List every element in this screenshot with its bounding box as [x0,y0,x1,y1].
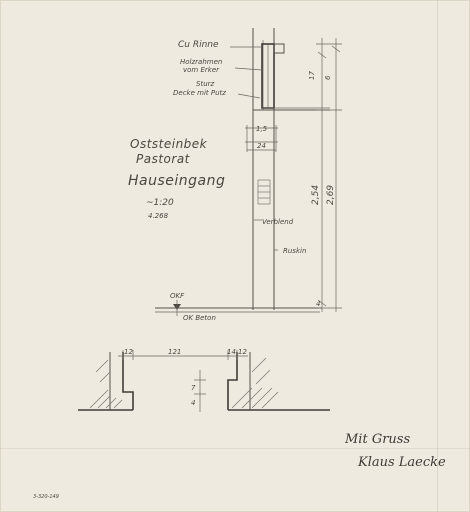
archive-stamp: 3-320-149 [33,494,59,500]
label-holzrahmen-2: vom Erker [183,66,220,74]
dim-4: 4 [191,399,195,407]
dim-7: 7 [191,384,196,392]
label-sturz-2: Decke mit Putz [173,89,226,97]
title-line-1: Oststeinbek [130,137,208,151]
dim-17: 17 [308,71,316,80]
title-line-2: Pastorat [136,152,191,166]
date-label: 4.268 [148,212,169,220]
label-okf: OKF [170,292,185,300]
label-ok-beton: OK Beton [183,314,216,322]
dim-24: 24 [257,142,266,150]
plan-detail [78,350,330,412]
title-line-3: Hauseingang [128,173,225,189]
paper-fold-horizontal [0,448,470,449]
dim-top: 6 [324,75,332,80]
signature-line-2: Klaus Laecke [357,455,446,470]
scale-label: ~1:20 [146,198,174,208]
dim-bottom: 4 [316,300,320,308]
paper-fold-vertical [437,0,438,512]
dim-12: 12 [124,348,133,356]
label-sturz-1: Sturz [196,80,215,88]
label-holzrahmen-1: Holzrahmen [180,58,222,66]
dim-12b: 12 [238,348,247,356]
dim-2-54: 2,54 [311,185,321,205]
signature-line-1: Mit Gruss [344,432,410,447]
dim-121: 121 [168,348,181,356]
dim-1-5: 1,5 [256,125,268,133]
wall-section [155,28,330,313]
label-verblend: Verblend [262,218,294,226]
okf-marker [173,300,181,316]
dim-2-69: 2,69 [326,185,336,205]
label-rustik: Ruskin [283,247,306,255]
dim-14: 14 [227,348,236,356]
label-cu-rinne: Cu Rinne [178,40,219,50]
vertical-dimension-lines [316,38,342,312]
